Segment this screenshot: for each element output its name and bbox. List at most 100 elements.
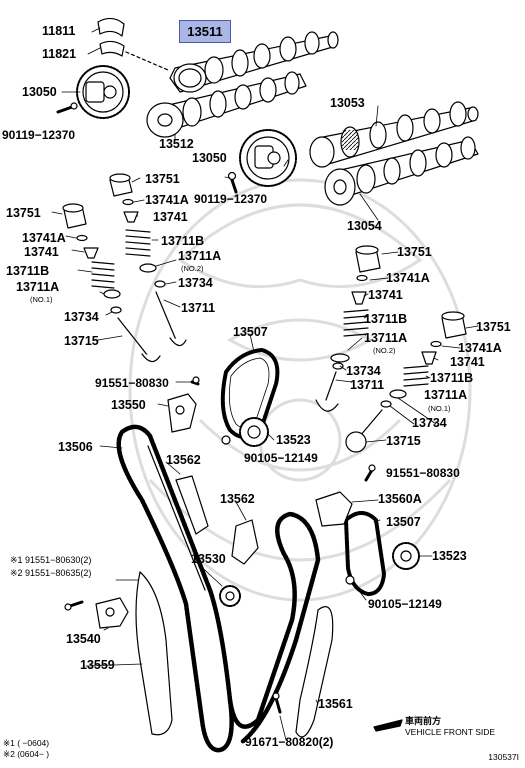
part-label: 13741 xyxy=(153,210,188,224)
part-label: 13741 xyxy=(450,355,485,369)
valve-spring-13711b-c xyxy=(343,309,369,337)
figure-number: 130537I xyxy=(488,752,519,762)
valve-spring-13711b-d xyxy=(403,365,429,387)
bolt-91551-80830-b xyxy=(364,464,376,482)
chain-guide-13562-b xyxy=(231,519,259,565)
vehicle-front-arrow-icon xyxy=(373,719,403,732)
part-label: 13559 xyxy=(80,658,115,672)
valve-retainer-13741-a xyxy=(123,211,139,223)
camshaft-13512 xyxy=(146,71,307,138)
chain-tensioner-13550 xyxy=(167,393,197,433)
valve-stem-seal-13734-c xyxy=(332,362,344,370)
part-label: 13711B xyxy=(6,264,50,278)
vehicle-front-note: 車両前方 VEHICLE FRONT SIDE xyxy=(405,716,495,737)
part-label: 13734 xyxy=(412,416,447,430)
part-label: 91551−80830 xyxy=(95,376,169,390)
part-note: (NO.2) xyxy=(181,264,204,273)
part-label: 13512 xyxy=(159,137,194,151)
valve-spring-seat-13711a-b xyxy=(103,289,121,299)
part-label: 13711A xyxy=(16,280,60,294)
part-label: 13711 xyxy=(350,378,385,392)
part-label: 91551−80830 xyxy=(386,466,460,480)
camshaft-timing-gear-13050-a xyxy=(76,65,130,119)
bolt-90105-12149-b xyxy=(345,575,355,585)
valve-shim-13741a-d xyxy=(430,340,442,348)
idle-sprocket-13523-b xyxy=(392,542,420,570)
bolt-90105-12149-a xyxy=(221,435,231,445)
bolt-90119-12370-b xyxy=(227,171,238,194)
part-label: 13711 xyxy=(181,301,216,315)
footnote-2: ※2 (0604− ) xyxy=(3,749,50,759)
part-label: 13751 xyxy=(145,172,180,186)
valve-13711 xyxy=(155,291,187,347)
valve-13711-b xyxy=(315,371,339,412)
part-label: 13741 xyxy=(368,288,403,302)
part-label: ※1 91551−80630(2) xyxy=(10,555,92,565)
crank-sprocket-13530 xyxy=(219,585,241,607)
part-label: 13711B xyxy=(161,234,205,248)
camshaft-13054 xyxy=(324,136,479,206)
valve-shim-13741a-b xyxy=(76,234,88,242)
valve-spring-13711b-b xyxy=(91,261,115,289)
part-label: 13562 xyxy=(220,492,255,506)
part-label: 13530 xyxy=(191,552,226,566)
part-label: 13507 xyxy=(233,325,268,339)
part-13511-label: 13511 xyxy=(187,24,223,39)
chain-damper-13561 xyxy=(295,606,334,738)
camshaft-13511 xyxy=(169,31,339,93)
part-label: 13050 xyxy=(192,151,227,165)
valve-spring-13711b-a xyxy=(125,229,151,257)
timing-chain-13506 xyxy=(116,424,321,753)
valve-retainer-13741-b xyxy=(83,247,99,259)
part-label: 13734 xyxy=(64,310,99,324)
part-note: (NO.1) xyxy=(428,404,451,413)
valve-lifter-13751-d xyxy=(441,311,467,339)
part-label: 13741 xyxy=(24,245,59,259)
camshaft-timing-gear-13050-b xyxy=(239,129,297,187)
chain-tensioner-13560a xyxy=(315,491,353,527)
valve-retainer-13741-d xyxy=(421,351,437,365)
vehicle-front-jp: 車両前方 xyxy=(405,716,442,726)
valve-shim-13741a-c xyxy=(356,274,368,282)
chain-guide-13562-a xyxy=(175,475,209,535)
part-label: 13506 xyxy=(58,440,93,454)
valve-13715-b xyxy=(345,409,383,453)
part-label: 13734 xyxy=(346,364,381,378)
part-label: ※2 91551−80635(2) xyxy=(10,568,92,578)
bolt-91671-80820 xyxy=(272,692,282,714)
part-label: 90105−12149 xyxy=(244,451,318,465)
part-label: 13560A xyxy=(378,492,422,506)
part-label: 13523 xyxy=(276,433,311,447)
part-label: 13540 xyxy=(66,632,101,646)
part-label: 13550 xyxy=(111,398,146,412)
bolt-91551-80830-a xyxy=(190,376,200,386)
bolt-90119-12370-a xyxy=(56,102,78,114)
valve-spring-seat-13711a-d xyxy=(389,389,407,399)
part-label: 11821 xyxy=(42,47,77,61)
part-label: 90119−12370 xyxy=(2,128,76,142)
part-label: 13053 xyxy=(330,96,365,110)
part-label: 13711B xyxy=(364,312,408,326)
part-label: 13751 xyxy=(476,320,511,334)
valve-spring-seat-13711a-c xyxy=(330,353,350,363)
part-label: 13711B xyxy=(430,371,474,385)
part-label: 13054 xyxy=(347,219,382,233)
part-label: 13561 xyxy=(318,697,353,711)
part-label: 13734 xyxy=(178,276,213,290)
timing-chain-13507-b xyxy=(344,511,386,596)
camshaft-13053 xyxy=(309,101,479,168)
valve-spring-seat-13711a-a xyxy=(139,263,157,273)
footnotes: ※1 ( −0604) ※2 (0604− ) xyxy=(3,738,49,760)
part-label: 13711A xyxy=(178,249,222,263)
valve-13715 xyxy=(117,317,161,363)
vehicle-front-en: VEHICLE FRONT SIDE xyxy=(405,727,496,737)
bolt-91551-80630 xyxy=(64,600,84,611)
part-note: (NO.2) xyxy=(373,346,396,355)
footnote-1: ※1 ( −0604) xyxy=(3,738,50,748)
highlighted-part-label: 13511 xyxy=(179,20,231,43)
part-label: 13751 xyxy=(6,206,41,220)
valve-lifter-13751-c xyxy=(355,245,381,273)
part-label: 13741A xyxy=(22,231,66,245)
valve-shim-13741a-a xyxy=(122,198,134,206)
